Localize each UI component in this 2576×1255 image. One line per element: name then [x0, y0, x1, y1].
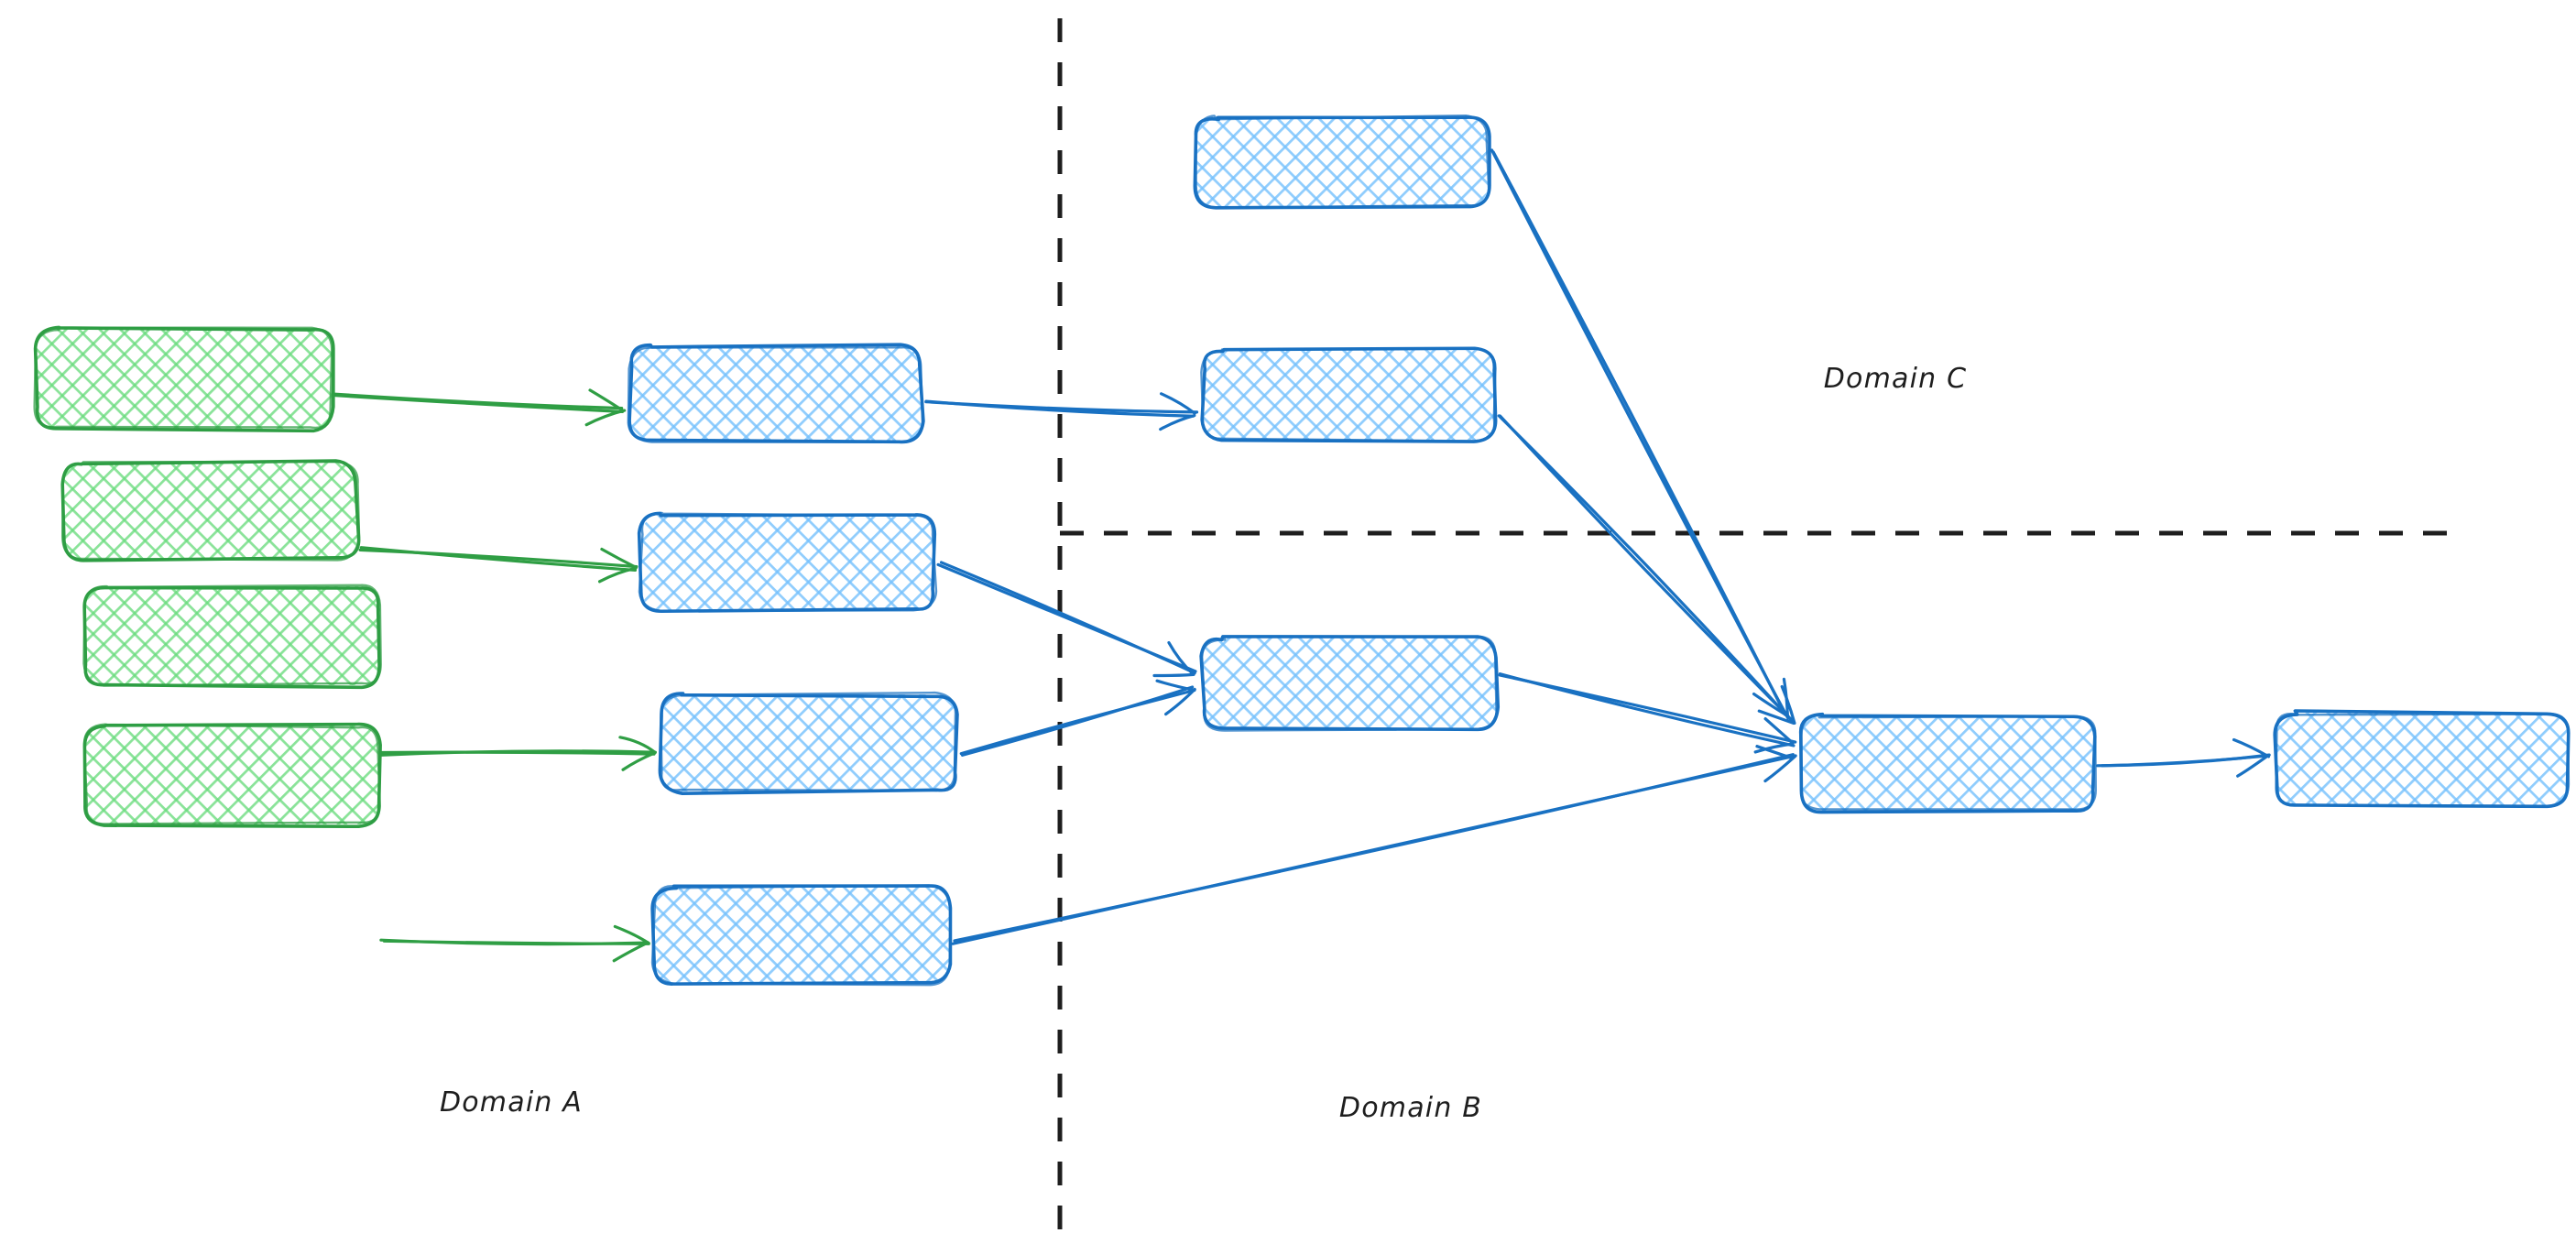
- edge-b4-d1: [951, 745, 1797, 945]
- node-fill: [1196, 117, 1488, 207]
- domain-dividers: [1057, 18, 2461, 1241]
- node-fill: [654, 887, 949, 984]
- node-fill: [37, 328, 332, 429]
- node-fill: [661, 694, 956, 791]
- edge-c1-d1: [1490, 148, 1790, 720]
- node-c3[interactable]: [1199, 634, 1501, 733]
- node-outline: [660, 691, 957, 792]
- node-c2[interactable]: [1199, 346, 1500, 443]
- node-outline: [650, 884, 952, 987]
- node-outline: [1800, 714, 2097, 811]
- node-e1[interactable]: [2273, 709, 2571, 810]
- node-fill: [630, 346, 922, 442]
- edge-b3-c3: [959, 679, 1196, 757]
- node-a1[interactable]: [33, 324, 335, 433]
- node-fill: [1203, 638, 1496, 729]
- node-a3[interactable]: [82, 583, 384, 690]
- edge-d1-e1: [2096, 737, 2271, 778]
- edge-a3-b3: [379, 736, 657, 771]
- edge-a2-b2: [358, 546, 639, 584]
- node-outline: [33, 326, 333, 430]
- edge-b1-c2: [924, 392, 1199, 431]
- node-fill: [1801, 715, 2094, 811]
- edge-b2-c3: [936, 561, 1197, 678]
- node-outline: [60, 460, 361, 562]
- domain-label-layer: Domain A Domain B Domain C: [440, 363, 1968, 1124]
- domain-label-domain-c: Domain C: [1824, 363, 1968, 395]
- node-b4[interactable]: [650, 883, 953, 988]
- edge-c3-d1: [1498, 672, 1797, 754]
- node-outline: [627, 346, 924, 444]
- node-outline: [1798, 712, 2097, 814]
- domain-label-domain-a: Domain A: [440, 1086, 583, 1119]
- edge-layer: [330, 148, 2271, 963]
- node-layer: [33, 114, 2571, 988]
- node-a4[interactable]: [82, 722, 382, 828]
- edge-c2-d1: [1497, 414, 1796, 726]
- node-b2[interactable]: [637, 511, 938, 614]
- node-outline: [1200, 346, 1497, 442]
- node-b3[interactable]: [658, 691, 960, 795]
- node-outline: [82, 723, 381, 825]
- node-fill: [62, 463, 357, 559]
- node-fill: [641, 515, 934, 610]
- node-fill: [85, 726, 378, 824]
- node-outline: [82, 584, 382, 687]
- node-fill: [85, 586, 380, 685]
- node-outline: [1201, 635, 1498, 732]
- node-outline: [1195, 115, 1490, 210]
- edge-a4-b4: [379, 924, 650, 963]
- node-fill: [1203, 350, 1496, 440]
- node-c1[interactable]: [1193, 114, 1491, 211]
- node-fill: [2276, 713, 2568, 806]
- edge-a1-b1: [330, 388, 627, 427]
- node-a2[interactable]: [59, 459, 361, 562]
- node-outline: [638, 511, 938, 613]
- domain-label-domain-b: Domain B: [1339, 1092, 1482, 1124]
- node-d1[interactable]: [1797, 712, 2098, 814]
- node-b1[interactable]: [627, 343, 925, 445]
- node-outline: [2275, 713, 2571, 808]
